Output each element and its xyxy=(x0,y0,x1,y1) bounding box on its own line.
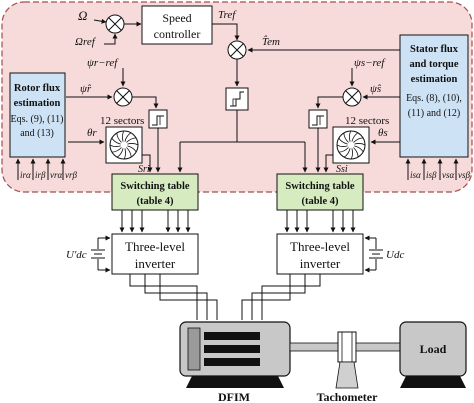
t-em-hat-label: T̂em xyxy=(262,35,280,48)
svg-text:and (13): and (13) xyxy=(20,128,54,139)
svg-text:irβ: irβ xyxy=(35,170,46,180)
psi-r-ref-label: ψr−ref xyxy=(87,57,119,69)
svg-text:Rotor flux: Rotor flux xyxy=(14,83,61,94)
sector-spoke xyxy=(354,145,364,153)
sector-spoke xyxy=(343,132,349,143)
svg-text:controller: controller xyxy=(154,27,201,41)
stator-sector-wheel xyxy=(332,126,370,164)
switching-table-left: Switching table (table 4) xyxy=(111,173,199,211)
svg-text:Eqs. (9), (11): Eqs. (9), (11) xyxy=(11,114,64,125)
sector-spoke xyxy=(349,130,352,142)
svg-text:vsα: vsα xyxy=(442,170,454,180)
sector-spoke xyxy=(126,137,137,143)
dc-source-right xyxy=(364,235,383,273)
sector-spoke xyxy=(351,132,359,142)
torque-summing-junction xyxy=(227,40,247,60)
omega-label: Ω xyxy=(78,8,87,23)
left-gate-signals xyxy=(119,210,191,233)
svg-text:(table 4): (table 4) xyxy=(301,196,339,207)
speed-controller-block: Speed controller xyxy=(141,5,213,45)
svg-text:inverter: inverter xyxy=(135,256,176,271)
sector-spoke xyxy=(127,145,137,153)
svg-text:Tachometer: Tachometer xyxy=(317,390,379,403)
svg-text:(11) and (12): (11) and (12) xyxy=(408,108,460,119)
rotor-flux-summing-junction xyxy=(113,87,133,107)
svg-text:Load: Load xyxy=(420,342,447,356)
svg-text:Three-level: Three-level xyxy=(290,239,350,254)
dc-source-left xyxy=(91,235,111,273)
sector-spoke xyxy=(109,144,121,147)
rotor-phase-wires xyxy=(129,274,218,320)
stator-phase-wires xyxy=(241,274,321,320)
sector-spoke xyxy=(127,143,139,146)
sector-spoke xyxy=(116,132,122,143)
inverter-left: Three-level inverter xyxy=(111,233,199,275)
sectors-left-label: 12 sectors xyxy=(100,115,144,127)
svg-text:Switching table: Switching table xyxy=(120,181,189,192)
load: Load xyxy=(399,321,467,388)
stator-flux-torque-estimation-block: Stator flux and torque estimation Eqs. (… xyxy=(399,34,469,158)
rotor-sector-wheel xyxy=(105,126,143,164)
omega-ref-label: Ωref xyxy=(75,36,97,48)
svg-text:and torque: and torque xyxy=(409,59,458,70)
svg-text:isβ: isβ xyxy=(426,170,437,180)
svg-text:Switching table: Switching table xyxy=(285,181,354,192)
sector-spoke xyxy=(111,147,122,153)
psi-s-hat-label: ψ̂s xyxy=(370,83,382,95)
u-dc-left-label: U'dc xyxy=(66,249,87,261)
sector-spoke xyxy=(111,137,121,145)
u-dc-right-label: Udc xyxy=(386,249,404,261)
sector-spoke xyxy=(353,137,364,143)
inverter-right: Three-level inverter xyxy=(276,233,364,275)
svg-text:DFIM: DFIM xyxy=(218,390,250,403)
svg-text:vrα: vrα xyxy=(50,170,62,180)
right-gate-signals xyxy=(284,210,356,233)
svg-text:estimation: estimation xyxy=(411,74,458,85)
switching-table-right: Switching table (table 4) xyxy=(276,173,364,211)
sector-spoke xyxy=(338,137,348,145)
sector-spoke xyxy=(353,147,359,158)
dfim-machine: DFIM xyxy=(179,321,339,403)
sector-spoke xyxy=(126,147,132,158)
svg-text:Stator flux: Stator flux xyxy=(410,44,459,55)
stator-flux-summing-junction xyxy=(342,87,362,107)
sector-spoke xyxy=(338,147,349,153)
sector-spoke xyxy=(336,144,348,147)
svg-text:vrβ: vrβ xyxy=(65,170,77,180)
tachometer: Tachometer xyxy=(317,331,401,403)
psi-s-ref-label: ψs−ref xyxy=(354,57,386,69)
svg-text:isα: isα xyxy=(410,170,421,180)
t-ref-label: Tref xyxy=(218,9,237,21)
sector-spoke xyxy=(354,143,366,146)
stator-flux-hysteresis-block xyxy=(308,109,328,129)
psi-r-hat-label: ψ̂r xyxy=(80,83,92,95)
theta-r-label: θr xyxy=(87,127,97,139)
sector-spoke xyxy=(343,148,351,158)
torque-hysteresis-block xyxy=(225,87,249,111)
s-si-label: Ssi xyxy=(336,164,348,175)
svg-text:Speed: Speed xyxy=(162,11,191,25)
svg-text:Eqs. (8), (10),: Eqs. (8), (10), xyxy=(406,93,462,104)
svg-text:irα: irα xyxy=(20,170,31,180)
svg-text:(table 4): (table 4) xyxy=(136,196,174,207)
theta-s-label: θs xyxy=(378,127,388,139)
stator-current-voltage-inputs: isα isβ vsα vsβ xyxy=(405,158,470,180)
sector-spoke xyxy=(350,148,353,160)
sectors-right-label: 12 sectors xyxy=(345,115,389,127)
svg-text:vsβ: vsβ xyxy=(458,170,470,180)
sector-spoke xyxy=(123,148,126,160)
rotor-flux-hysteresis-block xyxy=(148,109,168,129)
speed-summing-junction xyxy=(105,14,125,34)
rotor-current-voltage-inputs: irα irβ vrα vrβ xyxy=(15,158,77,180)
svg-text:Three-level: Three-level xyxy=(125,239,185,254)
sector-spoke xyxy=(124,132,132,142)
s-ri-label: Sri xyxy=(138,164,150,175)
sector-spoke xyxy=(122,130,125,142)
svg-text:estimation: estimation xyxy=(14,98,61,109)
sector-spoke xyxy=(116,148,124,158)
svg-text:inverter: inverter xyxy=(300,256,341,271)
rotor-flux-estimation-block: Rotor flux estimation Eqs. (9), (11) and… xyxy=(9,72,66,158)
